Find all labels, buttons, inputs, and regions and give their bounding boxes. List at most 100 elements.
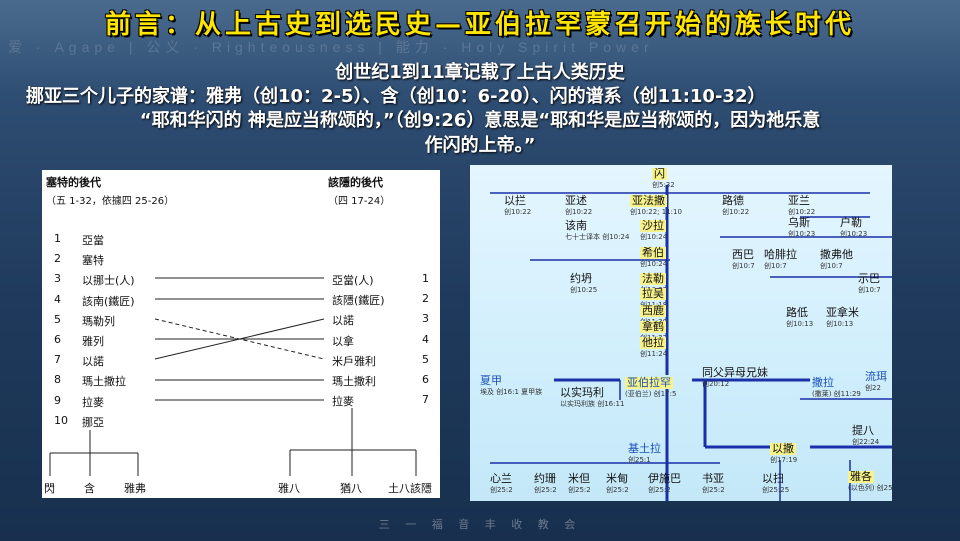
cain-descendant-number: 1: [422, 272, 429, 285]
tree-node-reference: 创25:1: [628, 456, 651, 464]
tree-node-name: 撒拉: [812, 376, 834, 389]
tree-node-reference: (以色列) 创25:26: [848, 484, 892, 492]
tree-node-reference: 七十士译本 创10:24: [565, 233, 630, 241]
cain-descendant-number: 5: [422, 352, 429, 366]
tree-node-reference: 创10:7: [858, 286, 881, 294]
tree-node-reference: 创5:32: [652, 181, 675, 189]
tree-node-name: 心兰: [490, 472, 512, 485]
footer-church-name: 三 一 福 音 丰 收 教 会: [378, 518, 582, 531]
seth-descendant-name: 以挪士(人): [82, 274, 135, 288]
tree-node-name: 米但: [568, 472, 590, 485]
seth-descendant-number: 7: [54, 353, 61, 367]
subtitle-line-1: 创世纪1到11章记载了上古人类历史: [335, 62, 625, 83]
seth-descendant-name: 塞特: [82, 254, 104, 268]
cain-descendant-number: 7: [422, 393, 429, 407]
cain-descendant-number: 6: [422, 373, 429, 386]
tree-node-name: 路低: [786, 306, 808, 319]
tree-node-name: 提八: [852, 424, 874, 437]
tree-node-name: 西鹿: [640, 304, 666, 317]
tree-node-reference: 创10:7: [764, 262, 787, 270]
seth-descendant-name: 亞當: [82, 234, 104, 247]
cain-line-heading: 該隱的後代: [328, 176, 383, 189]
seth-descendant-number: 6: [54, 333, 61, 346]
tree-node-name: 亚伯拉罕: [625, 376, 673, 389]
seth-cain-genealogy-chart: 塞特的後代 （五 1-32，依據四 25-26） 該隱的後代 （四 17-24）…: [42, 170, 440, 498]
cain-descendant-name: 瑪土撒利: [332, 375, 376, 388]
tree-node-name: 拉吴: [640, 287, 666, 300]
tree-node-reference: 创22:24: [852, 438, 880, 446]
seth-descendant-name: 該南(鐵匠): [82, 294, 135, 308]
seth-descendant-number: 9: [54, 393, 61, 407]
tree-node-name: 夏甲: [480, 374, 502, 387]
tree-node-reference: 创10:22: [565, 208, 593, 216]
son-shem: 閃: [44, 482, 55, 495]
tree-node-reference: 创25:2: [568, 486, 591, 494]
cain-descendant-name: 以拿: [332, 334, 354, 348]
tree-node-reference: 创17:19: [770, 456, 798, 464]
subtitle-line-4: 作闪的上帝。”: [424, 135, 536, 156]
cain-descendant-name: 拉麥: [332, 395, 354, 409]
cain-descendant-name: 亞當(人): [332, 274, 374, 287]
tree-node-reference: 以实玛利族 创16:11: [560, 400, 625, 408]
seth-descendant-name: 雅列: [82, 335, 104, 348]
tree-node-name: 乌斯: [788, 216, 810, 229]
seth-descendant-number: 4: [54, 292, 61, 306]
seth-line-heading: 塞特的後代: [46, 176, 101, 189]
seth-line-reference: （五 1-32，依據四 25-26）: [46, 196, 175, 207]
subtitle-line-2: 挪亚三个儿子的家谱：雅弗（创10：2-5）、含（创10：6-20）、闪的谱系（创…: [26, 86, 766, 107]
tree-node-name: 以实玛利: [560, 386, 604, 399]
tree-node-name: 雅各: [848, 470, 874, 483]
cain-descendant-number: 4: [422, 332, 429, 346]
tree-node-reference: 创25:2: [648, 486, 671, 494]
tree-node-name: 该南: [565, 219, 587, 232]
seth-descendant-name: 瑪土撒拉: [82, 375, 126, 389]
tree-node-name: 户勒: [840, 216, 862, 229]
genealogy-connector-lines: [49, 277, 417, 476]
subtitle-line-3: “耶和华闪的 神是应当称颂的，”（创9:26）意思是“耶和华是应当称颂的，因为祂…: [139, 110, 821, 131]
tree-node-name: 以拦: [504, 194, 526, 207]
tree-node-name: 书亚: [702, 472, 724, 485]
tree-node-reference: 创10:13: [826, 320, 854, 328]
tree-node-name: 亚兰: [788, 194, 810, 207]
tree-node-reference: 创10:23: [840, 230, 868, 238]
tree-node-name: 以扫: [762, 472, 784, 485]
tree-node-reference: 创25:2: [534, 486, 557, 494]
tree-node-name: 亚述: [565, 194, 587, 207]
seth-descendant-number: 3: [54, 272, 61, 286]
cain-descendant-name: 米戶雅利: [332, 354, 376, 368]
tree-node-name: 亚法撒: [630, 194, 667, 207]
tree-node-reference: 创10:22: [788, 208, 816, 216]
tree-node-reference: 创25:2: [606, 486, 629, 494]
tree-node-name: 米甸: [606, 472, 628, 485]
seth-descendant-name: 挪亞: [82, 415, 104, 429]
tree-node-reference: 创25:2: [490, 486, 513, 494]
tree-node-name: 希伯: [640, 246, 666, 259]
tree-node-reference: 埃及 创16:1 夏甲族: [480, 388, 543, 396]
tree-node-name: 流珥: [865, 370, 887, 383]
slide-title: 前言：从上古史到选民史—亚伯拉罕蒙召开始的族长时代: [104, 10, 855, 40]
son-japheth: 雅弗: [124, 482, 146, 495]
cain-descendant-name: 該隱(鐵匠): [332, 294, 385, 308]
seth-descendant-number: 2: [54, 252, 61, 266]
son-jabal: 雅八: [278, 482, 300, 495]
tree-node-name: 基土拉: [628, 442, 661, 455]
tree-node-name: 拿鹤: [640, 320, 666, 333]
tree-node-reference: 创22: [865, 384, 881, 392]
tree-node-name: 以撒: [770, 442, 796, 455]
seth-descendant-name: 瑪勒列: [82, 314, 115, 328]
tree-node-name: 法勒: [640, 272, 666, 285]
tree-node-reference: 创10:7: [732, 262, 755, 270]
tree-node-reference: 创10:23: [788, 230, 816, 238]
tree-node-reference: 创10:7: [820, 262, 843, 270]
seth-descendant-name: 拉麥: [82, 395, 104, 409]
seth-descendant-number: 10: [54, 413, 68, 427]
tree-node-reference: 创20:12: [702, 380, 730, 388]
tree-node-name: 他拉: [640, 336, 666, 349]
tree-node-reference: 创11:24: [640, 350, 668, 358]
seth-descendant-number: 8: [54, 373, 61, 387]
tree-node-reference: 创10:24: [640, 233, 668, 241]
tree-node-reference: 创10:13: [786, 320, 814, 328]
tree-node-name: 闪: [652, 167, 667, 180]
cain-descendant-number: 2: [422, 292, 429, 306]
